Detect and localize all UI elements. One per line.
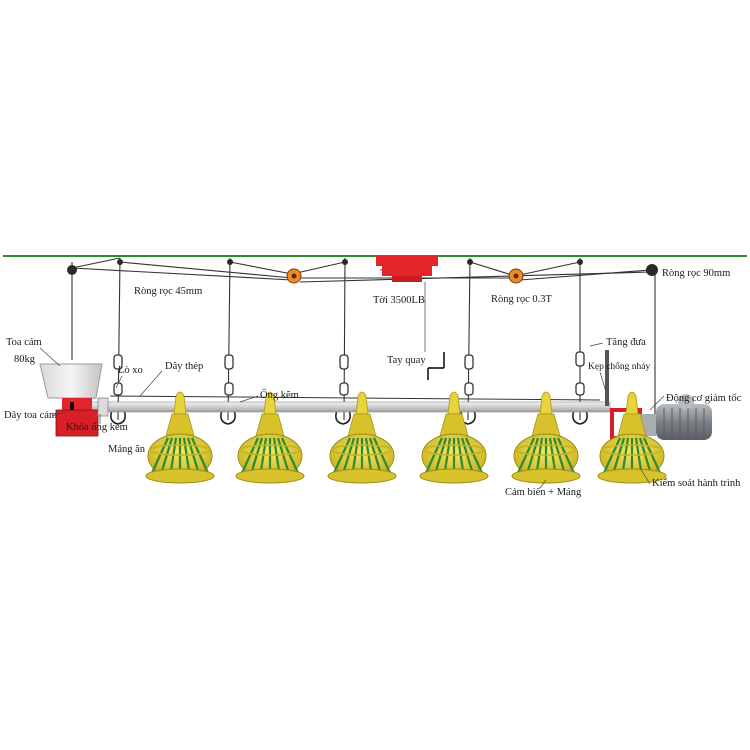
label-travel-control: Kiểm soát hành trình [652, 478, 741, 489]
winch [376, 256, 438, 352]
label-pulley-03t: Ròng rọc 0.3T [491, 294, 553, 305]
label-steel-wire: Dây thép [165, 361, 203, 372]
steel-wire [109, 395, 601, 401]
label-sensor-pan: Cảm biến + Máng [505, 487, 582, 498]
leader-lines [39, 342, 665, 489]
labels: Ròng rọc 45mm Tời 3500LB Ròng rọc 0.3T R… [4, 268, 742, 498]
label-winch: Tời 3500LB [373, 295, 425, 306]
label-spring: Lò xo [118, 365, 143, 376]
feeder-pan [511, 391, 581, 484]
orange-pulley-left [286, 268, 302, 284]
crank-handle [427, 352, 445, 380]
label-pulley-90: Ròng rọc 90mm [662, 268, 730, 279]
label-motor: Động cơ giảm tốc [666, 393, 742, 404]
ceiling-pulleys [67, 259, 658, 276]
feeder-pans [145, 391, 667, 484]
feeder-pan [597, 391, 667, 484]
label-pulley-45: Ròng rọc 45mm [134, 286, 202, 297]
orange-pulley-right [508, 268, 524, 284]
feed-hopper [39, 363, 103, 437]
label-turnbuckle: Tăng đưa [606, 337, 646, 348]
label-crank: Tay quay [387, 355, 426, 366]
zinc-pipe [89, 401, 611, 413]
label-pipe-lock: Khóa ống kẽm [66, 422, 128, 433]
feeder-pan [235, 391, 305, 484]
pipe-lock [97, 397, 109, 417]
turnbuckle [605, 350, 609, 406]
label-zinc-pipe: Ống kẽm [260, 388, 299, 401]
label-hopper-2: 80kg [14, 354, 36, 365]
feeder-pan [419, 391, 489, 484]
feeder-pan [327, 391, 397, 484]
label-feeder-pan: Máng ăn [108, 444, 146, 455]
label-anti-jump-clamp: Kẹp chống nhảy [588, 361, 651, 372]
label-hopper-rope: Dây toa cám [4, 410, 57, 421]
lift-cables [71, 257, 651, 283]
feeder-pan [145, 391, 215, 484]
label-hopper-1: Toa cám [6, 337, 42, 348]
hanger-wires [71, 257, 656, 421]
hanger-clips [113, 351, 585, 396]
